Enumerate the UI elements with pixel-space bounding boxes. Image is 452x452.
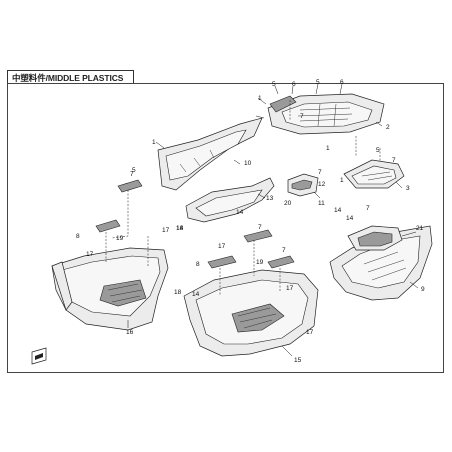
callout-1: 1 [258, 95, 262, 102]
callout-6: 6 [292, 81, 296, 88]
callout-14: 14 [176, 225, 184, 232]
part-11-cover [287, 173, 319, 197]
callout-5: 5 [132, 167, 136, 174]
callout-7: 7 [130, 171, 134, 178]
part-16-left-footwell [51, 247, 169, 331]
callout-11: 11 [318, 200, 325, 207]
callout-5: 5 [272, 81, 276, 88]
callout-8: 8 [196, 261, 200, 268]
callout-17: 17 [218, 243, 226, 250]
part-2-rear-panel [267, 93, 385, 135]
callout-leaders [127, 83, 419, 357]
callout-16: 16 [126, 329, 134, 336]
part-21-tray [347, 225, 403, 251]
fastener-guide-lines [105, 100, 381, 296]
callout-1: 1 [340, 177, 344, 184]
front-arrow-icon [31, 347, 47, 365]
part-15-right-footwell [183, 269, 319, 357]
callout-20: 20 [284, 200, 292, 207]
diagram-title: 中塑料件/MIDDLE PLASTICS [12, 73, 124, 83]
callout-7: 7 [282, 247, 286, 254]
callout-14: 14 [346, 215, 354, 222]
callout-13: 13 [266, 195, 274, 202]
callout-7: 7 [318, 169, 322, 176]
callout-5: 5 [376, 147, 380, 154]
callout-18: 18 [176, 225, 184, 232]
callout-17: 17 [306, 329, 314, 336]
callout-19: 19 [116, 235, 124, 242]
callout-17: 17 [162, 227, 170, 234]
callout-15: 15 [294, 357, 302, 364]
part-3-bracket [343, 159, 405, 189]
callout-6: 6 [340, 79, 344, 86]
callout-2: 2 [386, 124, 390, 131]
callout-7: 7 [366, 205, 370, 212]
footpeg-pads [95, 179, 295, 269]
callout-14: 14 [236, 209, 244, 216]
callout-10: 10 [244, 160, 252, 167]
callout-14: 14 [334, 207, 342, 214]
callout-9: 9 [421, 286, 425, 293]
callout-7: 7 [300, 113, 304, 120]
callout-18: 18 [174, 289, 182, 296]
callout-17: 17 [86, 251, 94, 258]
diagram-frame [7, 83, 444, 373]
callout-labels: 1 1 1 1 2 3 5 5 5 5 6 6 7 7 7 7 7 7 7 8 … [76, 79, 425, 364]
part-10-side-panel [157, 117, 263, 191]
part-13-center-duct [185, 177, 275, 223]
callout-7: 7 [258, 224, 262, 231]
callout-1: 1 [326, 145, 330, 152]
callout-3: 3 [406, 185, 410, 192]
callout-8: 8 [76, 233, 80, 240]
callout-19: 19 [256, 259, 264, 266]
callout-17: 17 [286, 285, 294, 292]
callout-12: 12 [318, 181, 326, 188]
callout-7: 7 [392, 157, 396, 164]
callout-1: 1 [152, 139, 156, 146]
callout-14: 14 [192, 291, 200, 298]
callout-5: 5 [316, 79, 320, 86]
part-9-right-fender [329, 225, 433, 301]
callout-21: 21 [416, 225, 424, 232]
